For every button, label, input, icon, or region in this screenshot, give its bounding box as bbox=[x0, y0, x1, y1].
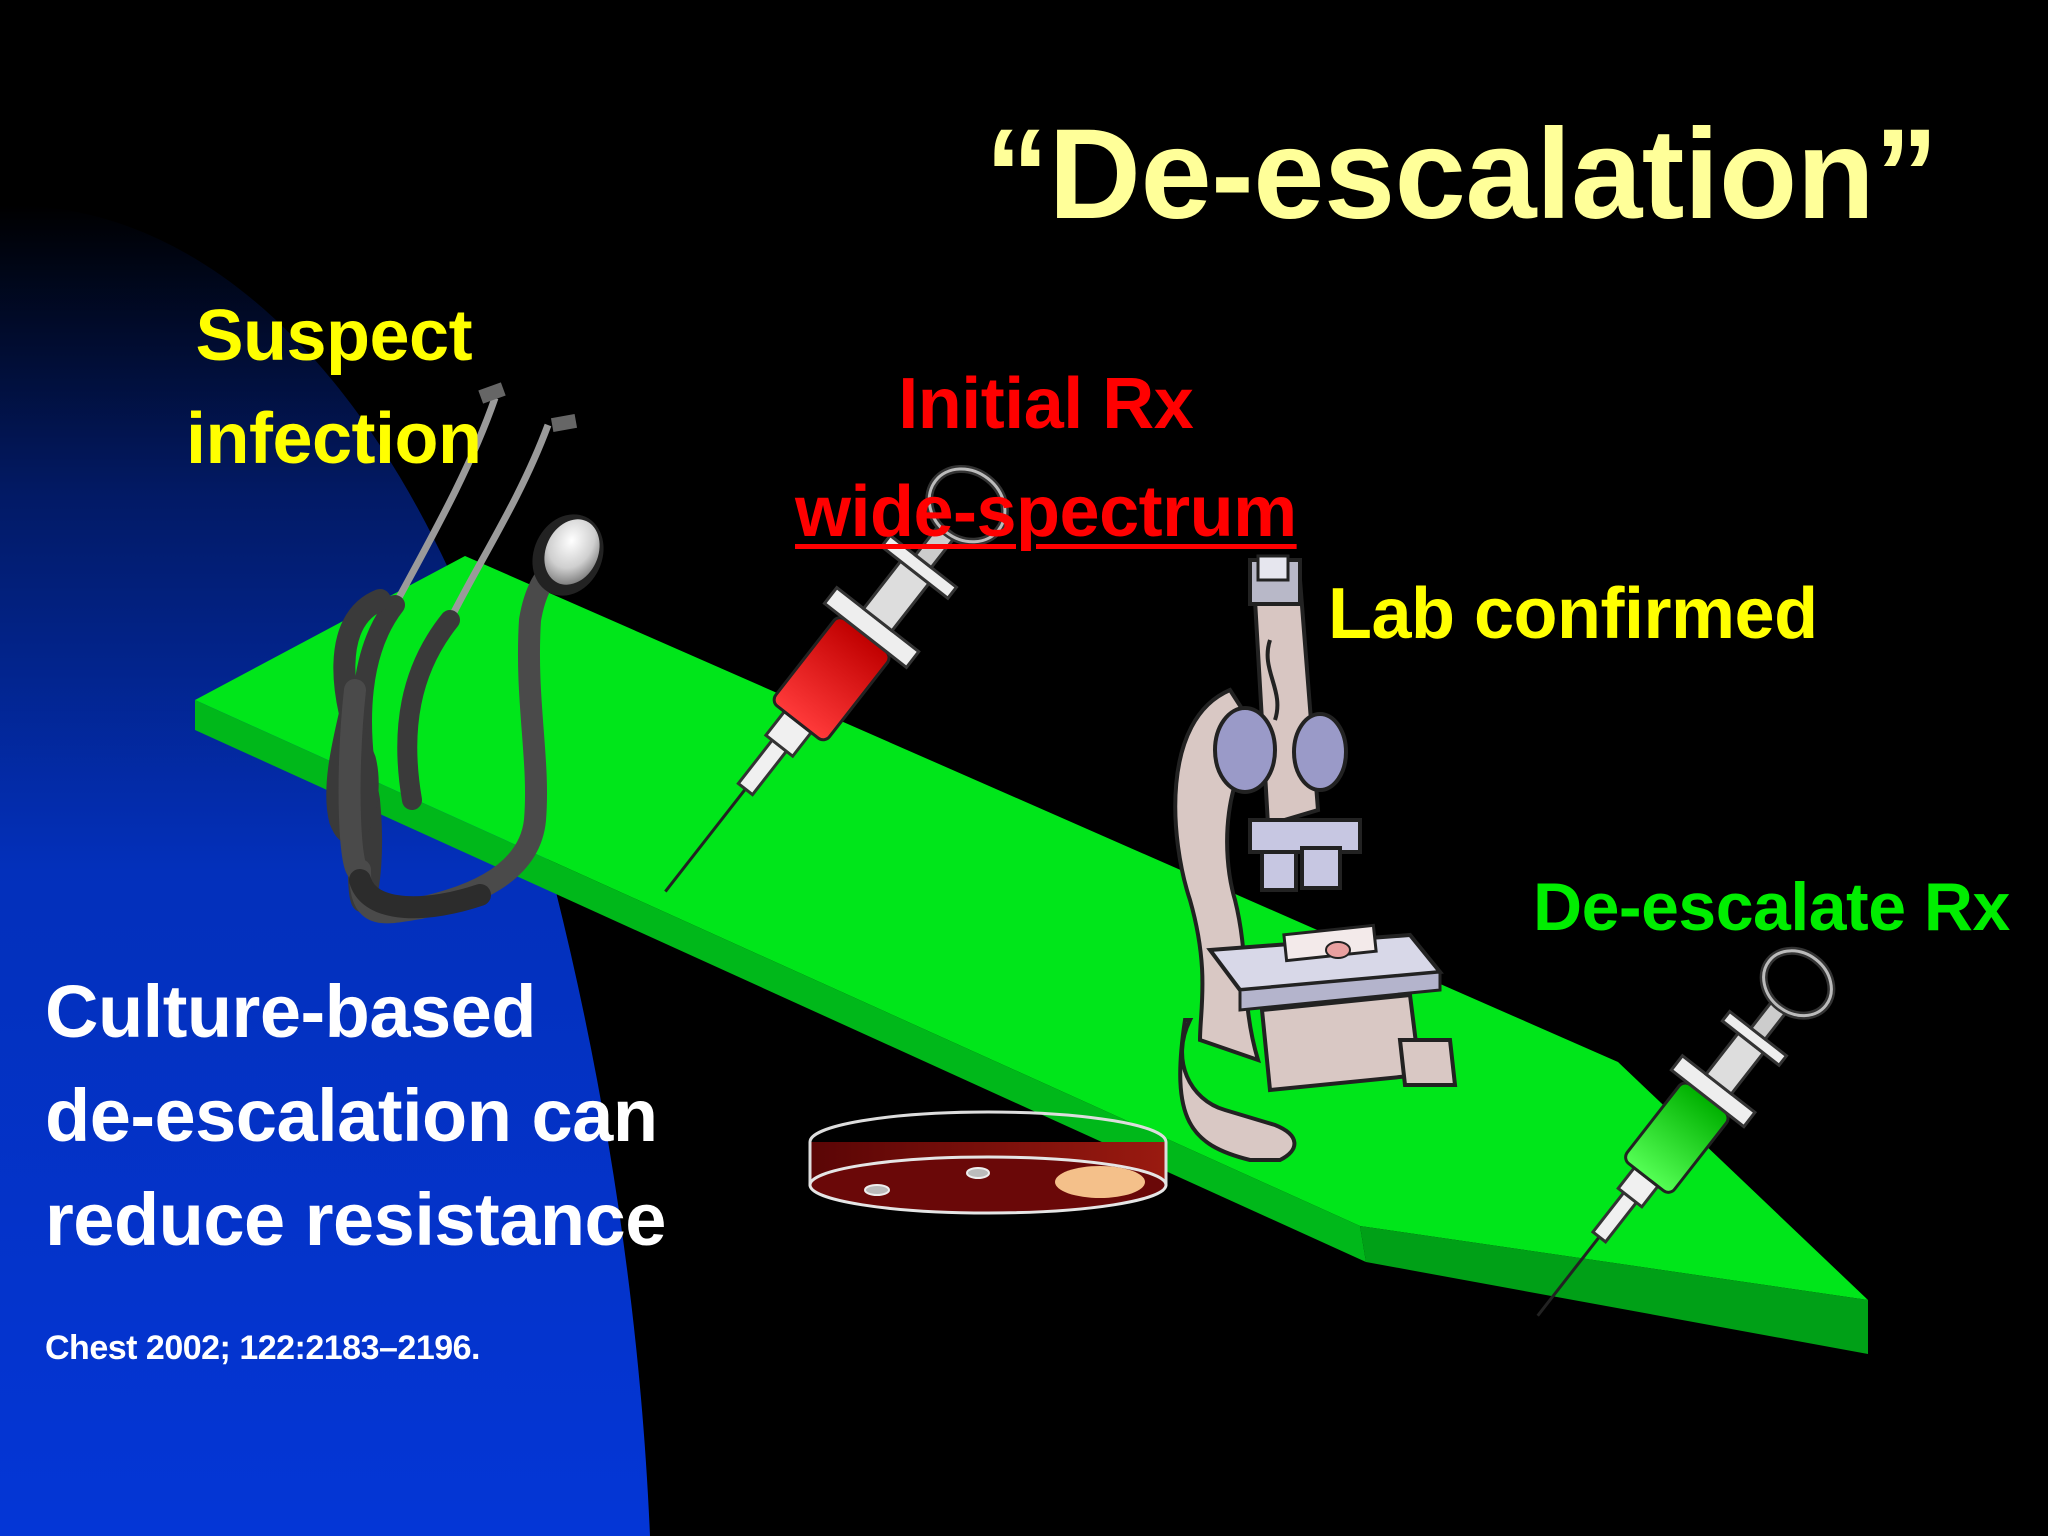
step-deescalate-rx: De-escalate Rx bbox=[1533, 869, 2010, 945]
step-suspect-line2: infection bbox=[186, 399, 482, 479]
conclusion-line3: reduce resistance bbox=[45, 1178, 666, 1261]
step-initial-rx: Initial Rx wide-spectrum bbox=[795, 350, 1297, 566]
conclusion-line2: de-escalation can bbox=[45, 1074, 658, 1157]
syringe-icon-green bbox=[1536, 946, 1836, 1317]
blue-side-panel bbox=[0, 204, 650, 1536]
step-suspect-line1: Suspect bbox=[195, 296, 473, 376]
slide-title: “De-escalation” bbox=[985, 103, 1938, 246]
conclusion-line1: Culture-based bbox=[45, 970, 537, 1053]
citation: Chest 2002; 122:2183–2196. bbox=[45, 1329, 481, 1367]
microscope-icon bbox=[1173, 554, 1458, 1162]
green-ramp bbox=[195, 556, 1868, 1354]
conclusion-text: Culture-based de-escalation can reduce r… bbox=[45, 960, 666, 1272]
step-suspect-infection: Suspect infection bbox=[186, 285, 482, 491]
step-initial-line1: Initial Rx bbox=[898, 364, 1194, 444]
step-initial-line2: wide-spectrum bbox=[795, 472, 1297, 552]
step-lab-confirmed: Lab confirmed bbox=[1328, 574, 1818, 654]
stethoscope-icon bbox=[326, 382, 604, 924]
syringe-icon-red bbox=[664, 465, 1009, 893]
petri-dish-icon bbox=[808, 1110, 1168, 1215]
